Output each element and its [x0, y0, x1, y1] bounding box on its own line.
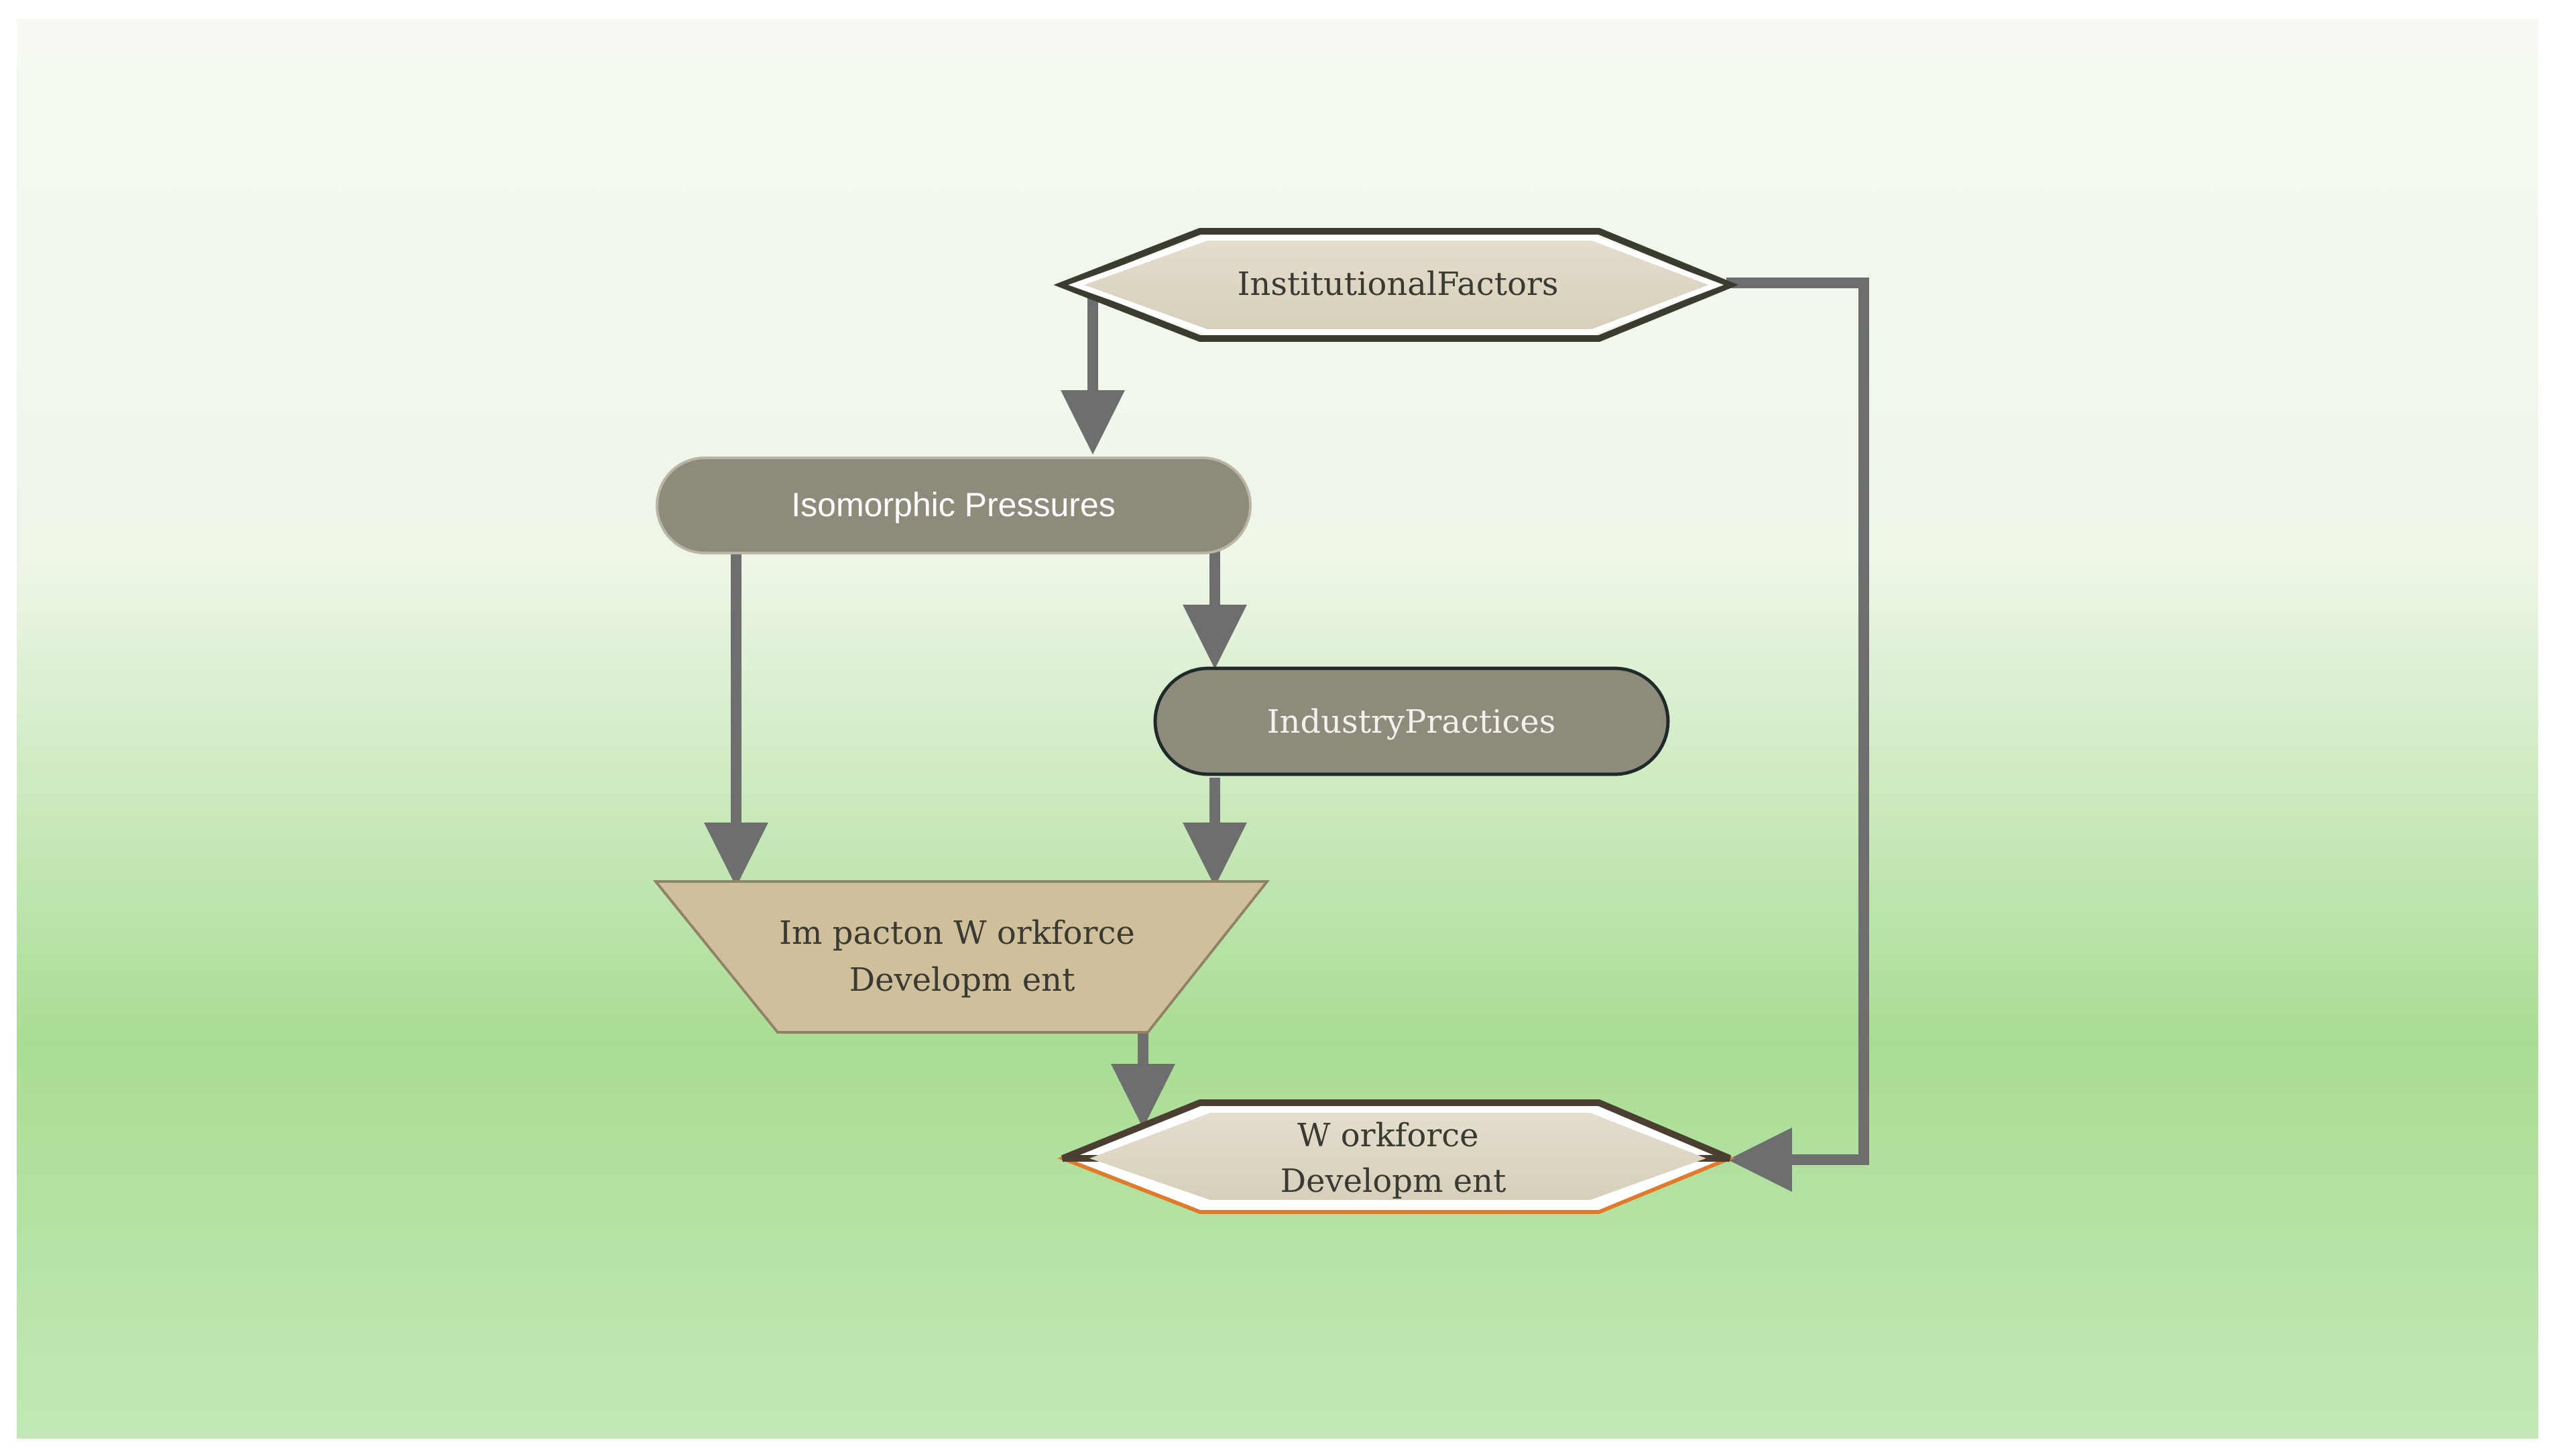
edge-institutional-to-workforce — [1726, 278, 1869, 1192]
institutional-factors-label: InstitutionalFactors — [1237, 265, 1558, 303]
node-isomorphic-pressures: Isomorphic Pressures — [656, 457, 1252, 554]
industry-practices-shape — [1153, 666, 1670, 776]
node-industry-practices: IndustryPractices — [1153, 666, 1670, 776]
institutional-factors-shape — [1068, 235, 1724, 335]
isomorphic-pressures-label: Isomorphic Pressures — [791, 486, 1116, 524]
impact-on-workforce-line-1: Im pacton W orkforce — [779, 914, 1135, 952]
impact-on-workforce-label: Im pacton W orkforce Developm ent — [779, 914, 1145, 999]
workforce-development-line-1: W orkforce — [1297, 1117, 1478, 1154]
institutional-factors-shadow — [1053, 228, 1739, 342]
isomorphic-pressures-shape — [656, 457, 1252, 554]
workforce-development-shape — [1089, 1113, 1706, 1200]
workforce-development-line-2: Developm ent — [1281, 1162, 1506, 1200]
impact-on-workforce-line-2: Developm ent — [849, 961, 1075, 999]
node-impact-on-workforce: Im pacton W orkforce Developm ent — [652, 880, 1270, 1034]
impact-on-workforce-shape — [652, 880, 1270, 1034]
node-workforce-development: W orkforce Developm ent — [1057, 1099, 1735, 1214]
node-institutional-factors: InstitutionalFactors — [1053, 228, 1739, 342]
workforce-development-top-edge — [1061, 1099, 1731, 1162]
workforce-development-label: W orkforce Developm ent — [1281, 1117, 1506, 1200]
connectors — [704, 278, 1869, 1192]
industry-practices-label: IndustryPractices — [1267, 703, 1556, 741]
